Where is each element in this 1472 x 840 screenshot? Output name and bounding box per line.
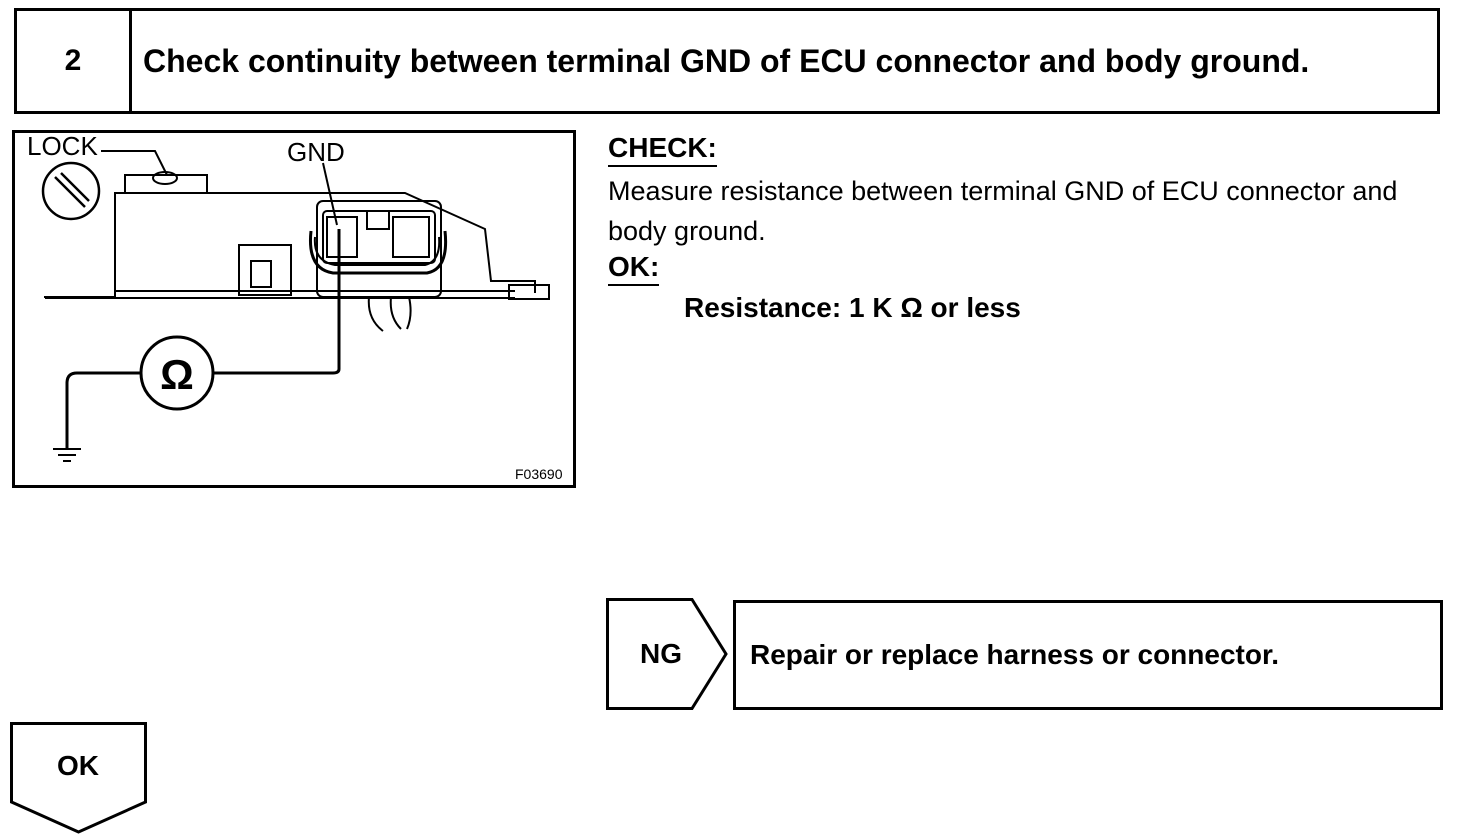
ok-label: OK (57, 750, 99, 781)
step-header: 2 Check continuity between terminal GND … (14, 8, 1440, 114)
ok-arrow-shape (10, 722, 147, 834)
ng-action: Repair or replace harness or connector. (733, 600, 1443, 710)
ohmmeter-icon: Ω (139, 335, 215, 411)
connector-diagram: Ω LOCK GND F03690 (12, 130, 576, 488)
ok-heading: OK: (608, 251, 660, 286)
gnd-label: GND (287, 137, 345, 167)
check-section: CHECK: Measure resistance between termin… (608, 132, 1458, 328)
check-heading: CHECK: (608, 132, 717, 167)
diagram-canvas: Ω LOCK GND F03690 (27, 133, 563, 482)
step-divider (129, 11, 132, 111)
step-number: 2 (64, 44, 82, 77)
connector-icon (308, 200, 448, 332)
lock-icon (41, 150, 178, 221)
figure-id: F03690 (515, 466, 563, 482)
ground-icon (53, 448, 81, 462)
ng-arrow-shape (606, 598, 728, 710)
step-title: Check continuity between terminal GND of… (143, 42, 1310, 79)
ohm-symbol: Ω (160, 351, 194, 398)
check-instructions: Measure resistance between terminal GND … (608, 176, 1398, 246)
lock-label: LOCK (27, 133, 98, 161)
ecu-body (44, 174, 550, 300)
resistance-spec: Resistance: 1 K Ω or less (684, 292, 1021, 323)
ng-label: NG (640, 638, 682, 669)
test-lead-wires (65, 162, 341, 449)
